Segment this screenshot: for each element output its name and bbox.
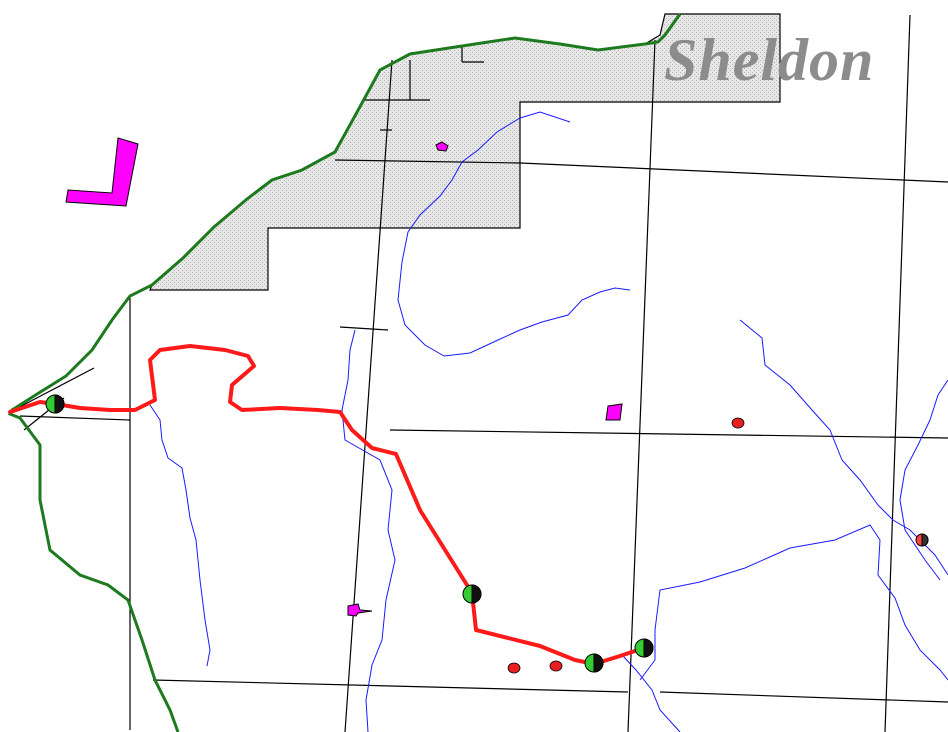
stream-southeast (639, 524, 948, 681)
site-marker (45, 394, 65, 414)
site-marker (462, 584, 482, 604)
stream-central (341, 329, 396, 732)
boundary-line (7, 13, 682, 732)
stream-east-branch (899, 379, 948, 581)
parcel-small-north (435, 141, 449, 152)
site-markers (45, 394, 929, 673)
stream-west (149, 404, 211, 667)
parcel-l-shape (65, 137, 139, 207)
place-label-sheldon: Sheldon (664, 27, 875, 93)
stream-east (739, 319, 948, 576)
site-marker (584, 653, 604, 673)
route-line (8, 344, 646, 666)
point-markers (507, 417, 745, 674)
point-marker (731, 417, 745, 429)
site-marker (915, 533, 929, 547)
stream-south (621, 654, 681, 732)
site-marker (634, 638, 654, 658)
streams (149, 111, 948, 732)
stream-north (397, 111, 631, 357)
magenta-parcels (65, 137, 623, 617)
point-marker (549, 660, 563, 672)
parcel-central (605, 403, 623, 421)
grid-lines (9, 14, 948, 732)
parcel-south (347, 603, 373, 617)
point-marker (507, 662, 521, 674)
